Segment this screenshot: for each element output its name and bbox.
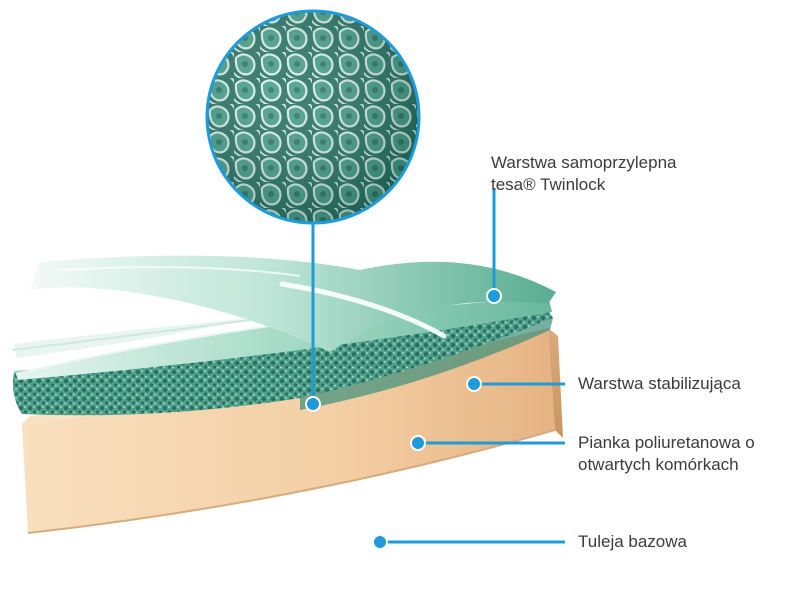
label-foam-layer: Pianka poliuretanowa o otwartych komórka… xyxy=(578,432,755,476)
callout-dot-zoom xyxy=(306,397,320,411)
callout-dot-adhesive xyxy=(487,289,501,303)
label-base-sleeve: Tuleja bazowa xyxy=(578,531,687,553)
label-foam-line2: otwartych komórkach xyxy=(578,454,755,476)
label-adhesive-layer: Warstwa samoprzylepna tesa® Twinlock xyxy=(491,152,677,196)
label-adhesive-line2: tesa® Twinlock xyxy=(491,174,677,196)
callout-dot-foam xyxy=(411,436,425,450)
callout-dot-base xyxy=(373,535,387,549)
callout-dot-stabilizing xyxy=(467,377,481,391)
label-stabilizing-layer: Warstwa stabilizująca xyxy=(578,373,741,395)
label-foam-line1: Pianka poliuretanowa o xyxy=(578,432,755,454)
label-adhesive-line1: Warstwa samoprzylepna xyxy=(491,152,677,174)
foam-zoom-circle xyxy=(200,5,430,235)
